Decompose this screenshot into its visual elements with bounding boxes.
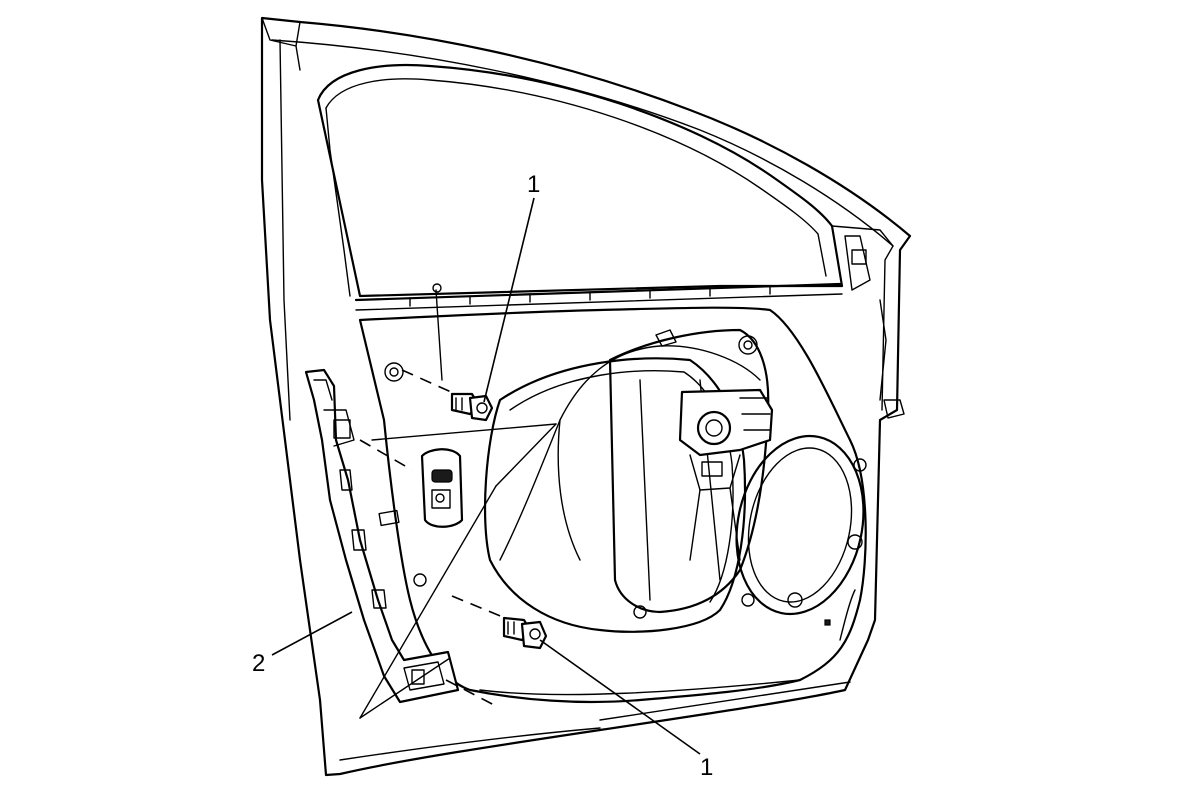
mirror-pillar bbox=[831, 225, 905, 419]
leader-bolt-lower bbox=[539, 639, 701, 755]
callout-2-bracket: 2 bbox=[252, 650, 265, 677]
bracket-clip-guide-lower bbox=[445, 679, 497, 707]
door-frame bbox=[260, 16, 912, 777]
callout-1-upper: 1 bbox=[527, 171, 540, 198]
speaker-opening bbox=[735, 434, 867, 616]
callout-1-lower: 1 bbox=[700, 754, 713, 781]
leader-bolt-upper bbox=[483, 197, 535, 403]
door-bracket bbox=[304, 368, 557, 719]
leader-bracket bbox=[271, 611, 353, 656]
panel-holes bbox=[378, 329, 831, 626]
window-frame bbox=[316, 63, 844, 311]
bolt-lower-icon bbox=[451, 595, 548, 650]
door-latch bbox=[420, 448, 464, 528]
window-regulator bbox=[608, 328, 774, 614]
bracket-clip-guide-upper bbox=[359, 439, 413, 471]
bolt-upper-icon bbox=[401, 369, 494, 422]
lower-panel bbox=[339, 589, 856, 761]
